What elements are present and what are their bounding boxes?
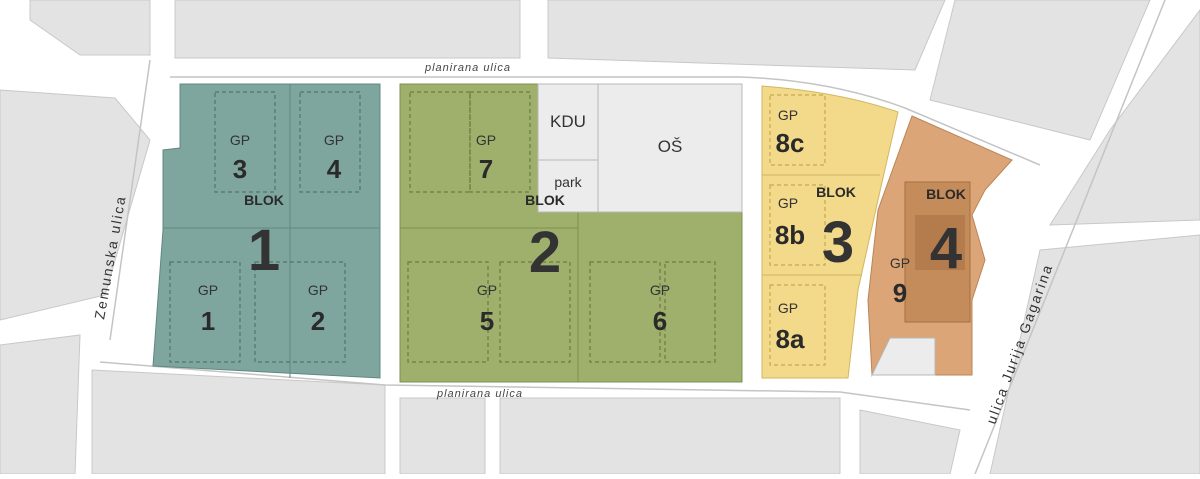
plot-8b-number: 8b (775, 220, 805, 250)
plot-5-gp: GP (477, 282, 497, 298)
roads (99, 0, 1166, 475)
plot-labels: GP 3 GP 4 GP 1 GP 2 GP 7 GP 5 GP 6 GP 8c… (198, 107, 910, 354)
lot-bottom-1 (91, 369, 386, 475)
plot-2-number: 2 (311, 306, 325, 336)
block-1-number: 1 (248, 218, 280, 283)
plot-6-number: 6 (653, 306, 667, 336)
block-3-number: 3 (822, 210, 854, 275)
road-right (974, 0, 1166, 475)
block-4-number: 4 (930, 216, 962, 281)
zone-park-area (537, 159, 599, 213)
plot-7-number: 7 (479, 154, 493, 184)
block-1-area (152, 83, 381, 379)
lot-left-lower (0, 334, 81, 475)
block-4-label: BLOK (926, 186, 966, 202)
plot-5-number: 5 (480, 306, 494, 336)
lot-right-2 (989, 234, 1200, 475)
zones-public (537, 83, 743, 213)
block-2-number: 2 (529, 220, 561, 285)
plot-7-gp: GP (476, 132, 496, 148)
zone-kdu-label: KDU (550, 112, 586, 131)
road-bottom (99, 361, 971, 411)
plot-8c-number: 8c (776, 128, 805, 158)
plot-3-gp: GP (230, 132, 250, 148)
lot-top-mid (174, 0, 521, 59)
street-bottom-label: planirana ulica (436, 388, 523, 400)
lot-top-far-right (929, 0, 1151, 141)
street-top-label: planirana ulica (424, 62, 511, 74)
road-top (170, 76, 1041, 166)
block-4 (867, 115, 1013, 377)
block-1 (152, 83, 381, 379)
zone-os-label: OŠ (658, 137, 683, 156)
plot-6-gp: GP (650, 282, 670, 298)
lot-top-right (547, 0, 946, 71)
plot-4-number: 4 (327, 154, 342, 184)
zone-kdu-area (537, 83, 599, 161)
lot-bottom-3 (499, 397, 841, 475)
plot-2-gp: GP (308, 282, 328, 298)
block-3 (761, 85, 899, 379)
lot-bottom-2 (399, 397, 486, 475)
plot-1-number: 1 (201, 306, 215, 336)
block-2-label: BLOK (525, 192, 565, 208)
plot-9-number: 9 (893, 278, 907, 308)
lot-bottom-4 (859, 409, 961, 475)
plot-8a-gp: GP (778, 300, 798, 316)
plot-8c-gp: GP (778, 107, 798, 123)
plot-4-gp: GP (324, 132, 344, 148)
zone-park-label: park (554, 174, 582, 190)
lot-left (0, 89, 151, 321)
road-left (109, 59, 151, 341)
zone-os-area (597, 83, 743, 213)
plot-3-number: 3 (233, 154, 247, 184)
plot-8a-number: 8a (776, 324, 805, 354)
plot-8b-gp: GP (778, 195, 798, 211)
block-3-label: BLOK (816, 184, 856, 200)
block-4-building-dark (915, 215, 965, 270)
lot-right-1 (1049, 9, 1200, 226)
block-1-label: BLOK (244, 192, 284, 208)
plot-9-gp: GP (890, 255, 910, 271)
lot-top-left (29, 0, 151, 56)
plot-1-gp: GP (198, 282, 218, 298)
